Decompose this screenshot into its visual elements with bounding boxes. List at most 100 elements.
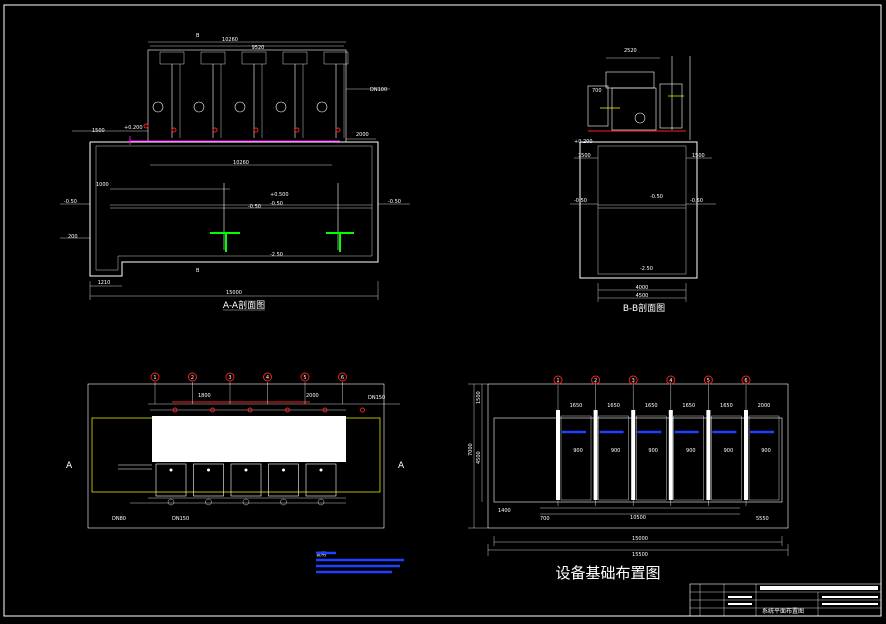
pr-top-dim: 1650 — [570, 403, 583, 409]
tank-outline — [89, 141, 379, 277]
pr-axis-label: 1 — [556, 378, 559, 384]
pr-dim-inner: 10500 — [630, 515, 646, 521]
bb-level-left: -0.50 — [574, 198, 587, 204]
pr-axis-bubble — [553, 375, 563, 385]
level-bottom: -2.50 — [270, 252, 283, 258]
pr-axis-label: 5 — [707, 378, 710, 384]
dim-1500: 1500 — [92, 128, 105, 134]
pr-bay-dim: 900 — [573, 448, 583, 454]
dim-left-side: 1000 — [96, 182, 109, 188]
aa-unit-port — [152, 101, 164, 113]
equipment-outline — [147, 49, 347, 143]
pr-axis-label: 4 — [669, 378, 672, 384]
equipment-plan — [152, 416, 346, 462]
pipe-note: DN100 — [370, 87, 387, 93]
pr-axis-bubble — [591, 375, 601, 385]
pr-dim-small-b: 700 — [540, 516, 550, 522]
pl-axis-bubble — [150, 372, 160, 382]
pl-equipment-box — [230, 463, 262, 497]
dim-right-side: 2000 — [356, 132, 369, 138]
pr-side-total: 7000 — [468, 443, 474, 456]
aa-unit-top — [159, 51, 185, 65]
bb-dim-right: 1500 — [692, 153, 705, 159]
pl-axis-label: 5 — [303, 375, 306, 381]
aa-unit-port — [275, 101, 287, 113]
pl-equipment-box — [193, 463, 224, 497]
pl-box-dot — [244, 468, 248, 472]
pr-dim-right: 5550 — [756, 516, 769, 522]
section-bb: 2520 1500 1500 4000 4500 700 +0.200 -0.5… — [570, 48, 716, 314]
legend-notes: 说明 — [316, 551, 404, 574]
pr-axis-label: 3 — [632, 378, 635, 384]
title-drawing-name: 系统平面布置图 — [762, 607, 804, 615]
pr-top-dim: 1650 — [645, 403, 658, 409]
aa-unit-top — [200, 51, 226, 65]
pl-dim-a: 1800 — [198, 393, 211, 399]
aa-unit-top — [323, 51, 349, 65]
pl-axis-label: 2 — [191, 375, 194, 381]
pl-dim-b: 2000 — [306, 393, 319, 399]
pr-bay-dim: 900 — [761, 448, 771, 454]
pr-side-top: 1500 — [476, 391, 482, 404]
dim-inner-span: 10260 — [233, 160, 249, 166]
pr-side-mid: 4500 — [476, 451, 482, 464]
pl-top-pipe: DN150 — [368, 395, 385, 401]
dim-left-step: 1210 — [98, 280, 111, 286]
pr-bay-dim: 900 — [724, 448, 734, 454]
pr-dim-overall: 15000 — [632, 536, 648, 542]
level-top-left: +0.200 — [124, 125, 143, 131]
pr-top-dim: 2000 — [758, 403, 771, 409]
level-left-water: -0.50 — [64, 199, 77, 205]
pl-axis-label: 6 — [341, 375, 344, 381]
pr-dim-total: 15500 — [632, 552, 648, 558]
plan-right-title: 设备基础布置图 — [555, 564, 660, 582]
pr-axis-bubble — [666, 375, 676, 385]
pl-axis-bubble — [263, 372, 272, 382]
level-right-water: -0.50 — [388, 199, 401, 205]
pr-axis-bubble — [741, 375, 751, 385]
bb-dim-outer: 4500 — [636, 293, 649, 299]
bb-dim-left: 1500 — [578, 153, 591, 159]
bb-level-mid: -0.50 — [650, 194, 663, 200]
tank-bb-outline — [579, 141, 698, 279]
section-bb-title: B-B剖面图 — [623, 302, 665, 314]
bb-level-top: +0.200 — [574, 139, 593, 145]
aa-unit-port — [234, 101, 246, 113]
bb-level-bottom: -2.50 — [640, 266, 653, 272]
section-aa: 10260 9520 B 10260 15000 1210 1000 2000 … — [60, 33, 410, 311]
aa-unit-port — [193, 101, 205, 113]
level-mid: -0.50 — [270, 201, 283, 207]
marker-a-right: A — [398, 461, 405, 471]
pr-top-dim: 1650 — [607, 403, 620, 409]
title-project-bar — [760, 586, 878, 590]
pl-bottom-a: DN80 — [112, 516, 126, 522]
pl-axis-label: 1 — [153, 375, 156, 381]
pr-axis-label: 6 — [744, 378, 747, 384]
pr-top-dim: 1650 — [682, 403, 695, 409]
aa-unit-top — [282, 51, 308, 65]
level-pipe-b: -0.50 — [248, 204, 261, 210]
pl-equipment-box — [155, 463, 187, 497]
pl-axis-bubble — [188, 372, 197, 382]
pl-axis-label: 3 — [228, 375, 231, 381]
pr-dim-small-a: 1400 — [498, 508, 511, 514]
pl-axis-bubble — [300, 372, 310, 382]
dim-overall: 15000 — [226, 290, 242, 296]
marker-a-left: A — [66, 461, 73, 471]
aa-unit-port — [316, 101, 328, 113]
dim-depth: 200 — [68, 234, 78, 240]
title-block: 系统平面布置图 — [689, 583, 882, 617]
sheet-border — [3, 4, 882, 617]
pl-box-dot — [282, 468, 285, 472]
pr-axis-bubble — [628, 375, 638, 385]
pl-box-dot — [207, 468, 210, 472]
pl-axis-bubble — [225, 372, 235, 382]
pr-bay-dim: 900 — [648, 448, 658, 454]
pr-bay-dim: 900 — [611, 448, 621, 454]
bb-dim-side: 700 — [592, 88, 602, 94]
bb-dim-top: 2520 — [624, 48, 637, 54]
